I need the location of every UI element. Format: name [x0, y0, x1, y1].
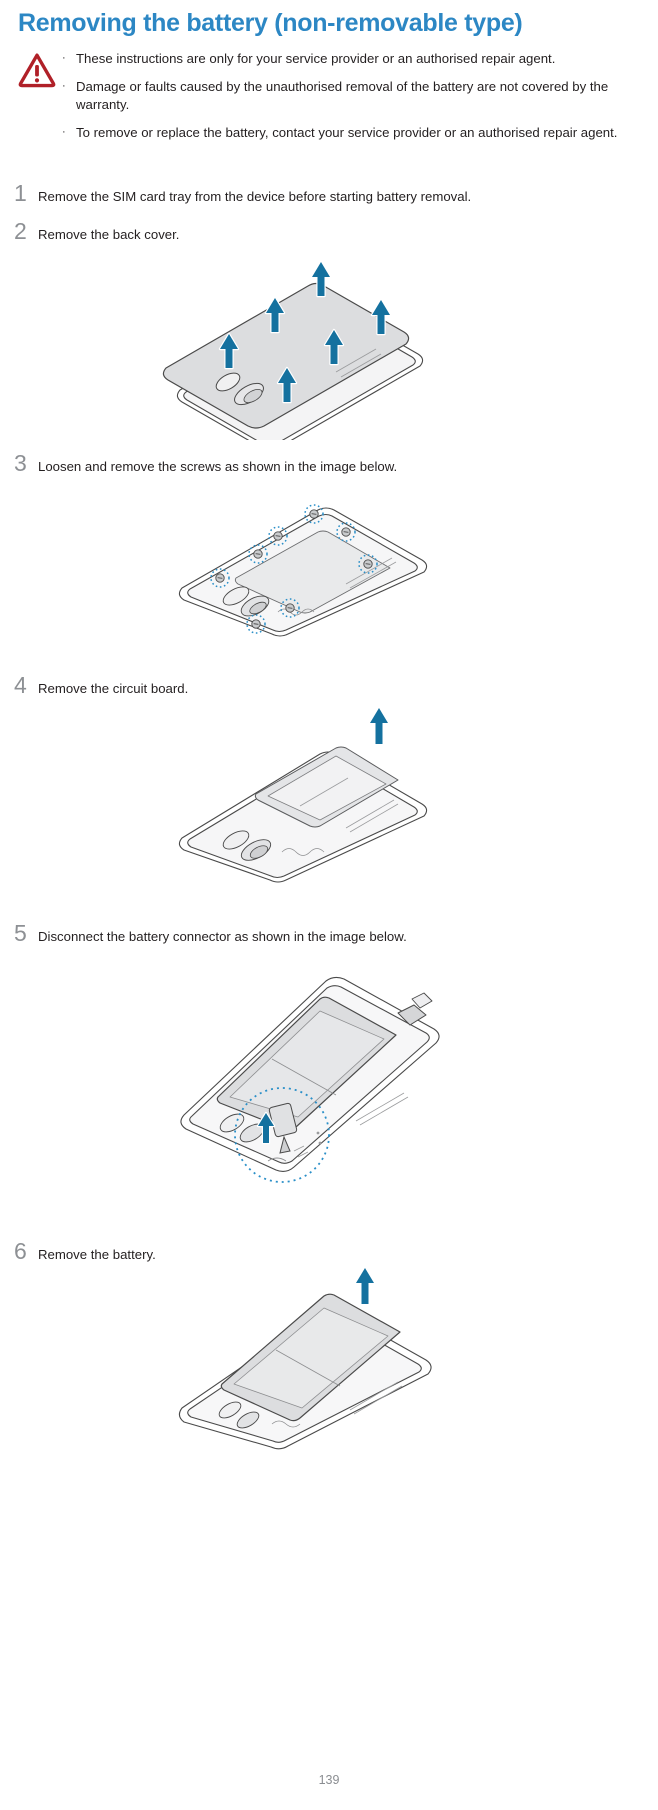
step-5: 5 Disconnect the battery connector as sh… — [14, 922, 644, 946]
warning-triangle-icon — [18, 50, 58, 93]
step-number: 4 — [14, 672, 27, 698]
step-number: 3 — [14, 450, 27, 476]
step-number: 6 — [14, 1238, 27, 1264]
step-text: Remove the back cover. — [38, 227, 180, 242]
warning-list: · These instructions are only for your s… — [58, 50, 638, 152]
step-number: 1 — [14, 180, 27, 206]
step-3: 3 Loosen and remove the screws as shown … — [14, 452, 644, 476]
step-1: 1 Remove the SIM card tray from the devi… — [14, 182, 644, 206]
step-6: 6 Remove the battery. — [14, 1240, 644, 1264]
warning-item-text: These instructions are only for your ser… — [76, 51, 556, 66]
page-title: Removing the battery (non-removable type… — [18, 9, 523, 37]
circuit-board-removal-diagram — [160, 700, 460, 890]
step-text: Remove the circuit board. — [38, 681, 189, 696]
step-text: Remove the battery. — [38, 1247, 156, 1262]
warning-callout: · These instructions are only for your s… — [18, 50, 638, 152]
step-text: Remove the SIM card tray from the device… — [38, 189, 472, 204]
step-number: 5 — [14, 920, 27, 946]
bullet-glyph: · — [62, 52, 66, 64]
step-4: 4 Remove the circuit board. — [14, 674, 644, 698]
step-text: Loosen and remove the screws as shown in… — [38, 459, 398, 474]
bullet-glyph: · — [62, 126, 66, 139]
back-cover-removal-diagram — [150, 250, 450, 440]
warning-item: · These instructions are only for your s… — [62, 50, 638, 69]
warning-item: · To remove or replace the battery, cont… — [62, 124, 638, 143]
screw-removal-diagram — [160, 492, 460, 642]
bullet-glyph: · — [62, 79, 66, 92]
step-2: 2 Remove the back cover. — [14, 220, 644, 244]
warning-item-text: Damage or faults caused by the unauthori… — [76, 78, 609, 113]
step-number: 2 — [14, 218, 27, 244]
battery-removal-diagram — [160, 1268, 460, 1458]
battery-connector-diagram — [160, 955, 470, 1190]
page-number: 139 — [318, 1773, 340, 1787]
warning-item: · Damage or faults caused by the unautho… — [62, 78, 638, 115]
step-text: Disconnect the battery connector as show… — [38, 929, 407, 944]
warning-item-text: To remove or replace the battery, contac… — [76, 125, 618, 141]
